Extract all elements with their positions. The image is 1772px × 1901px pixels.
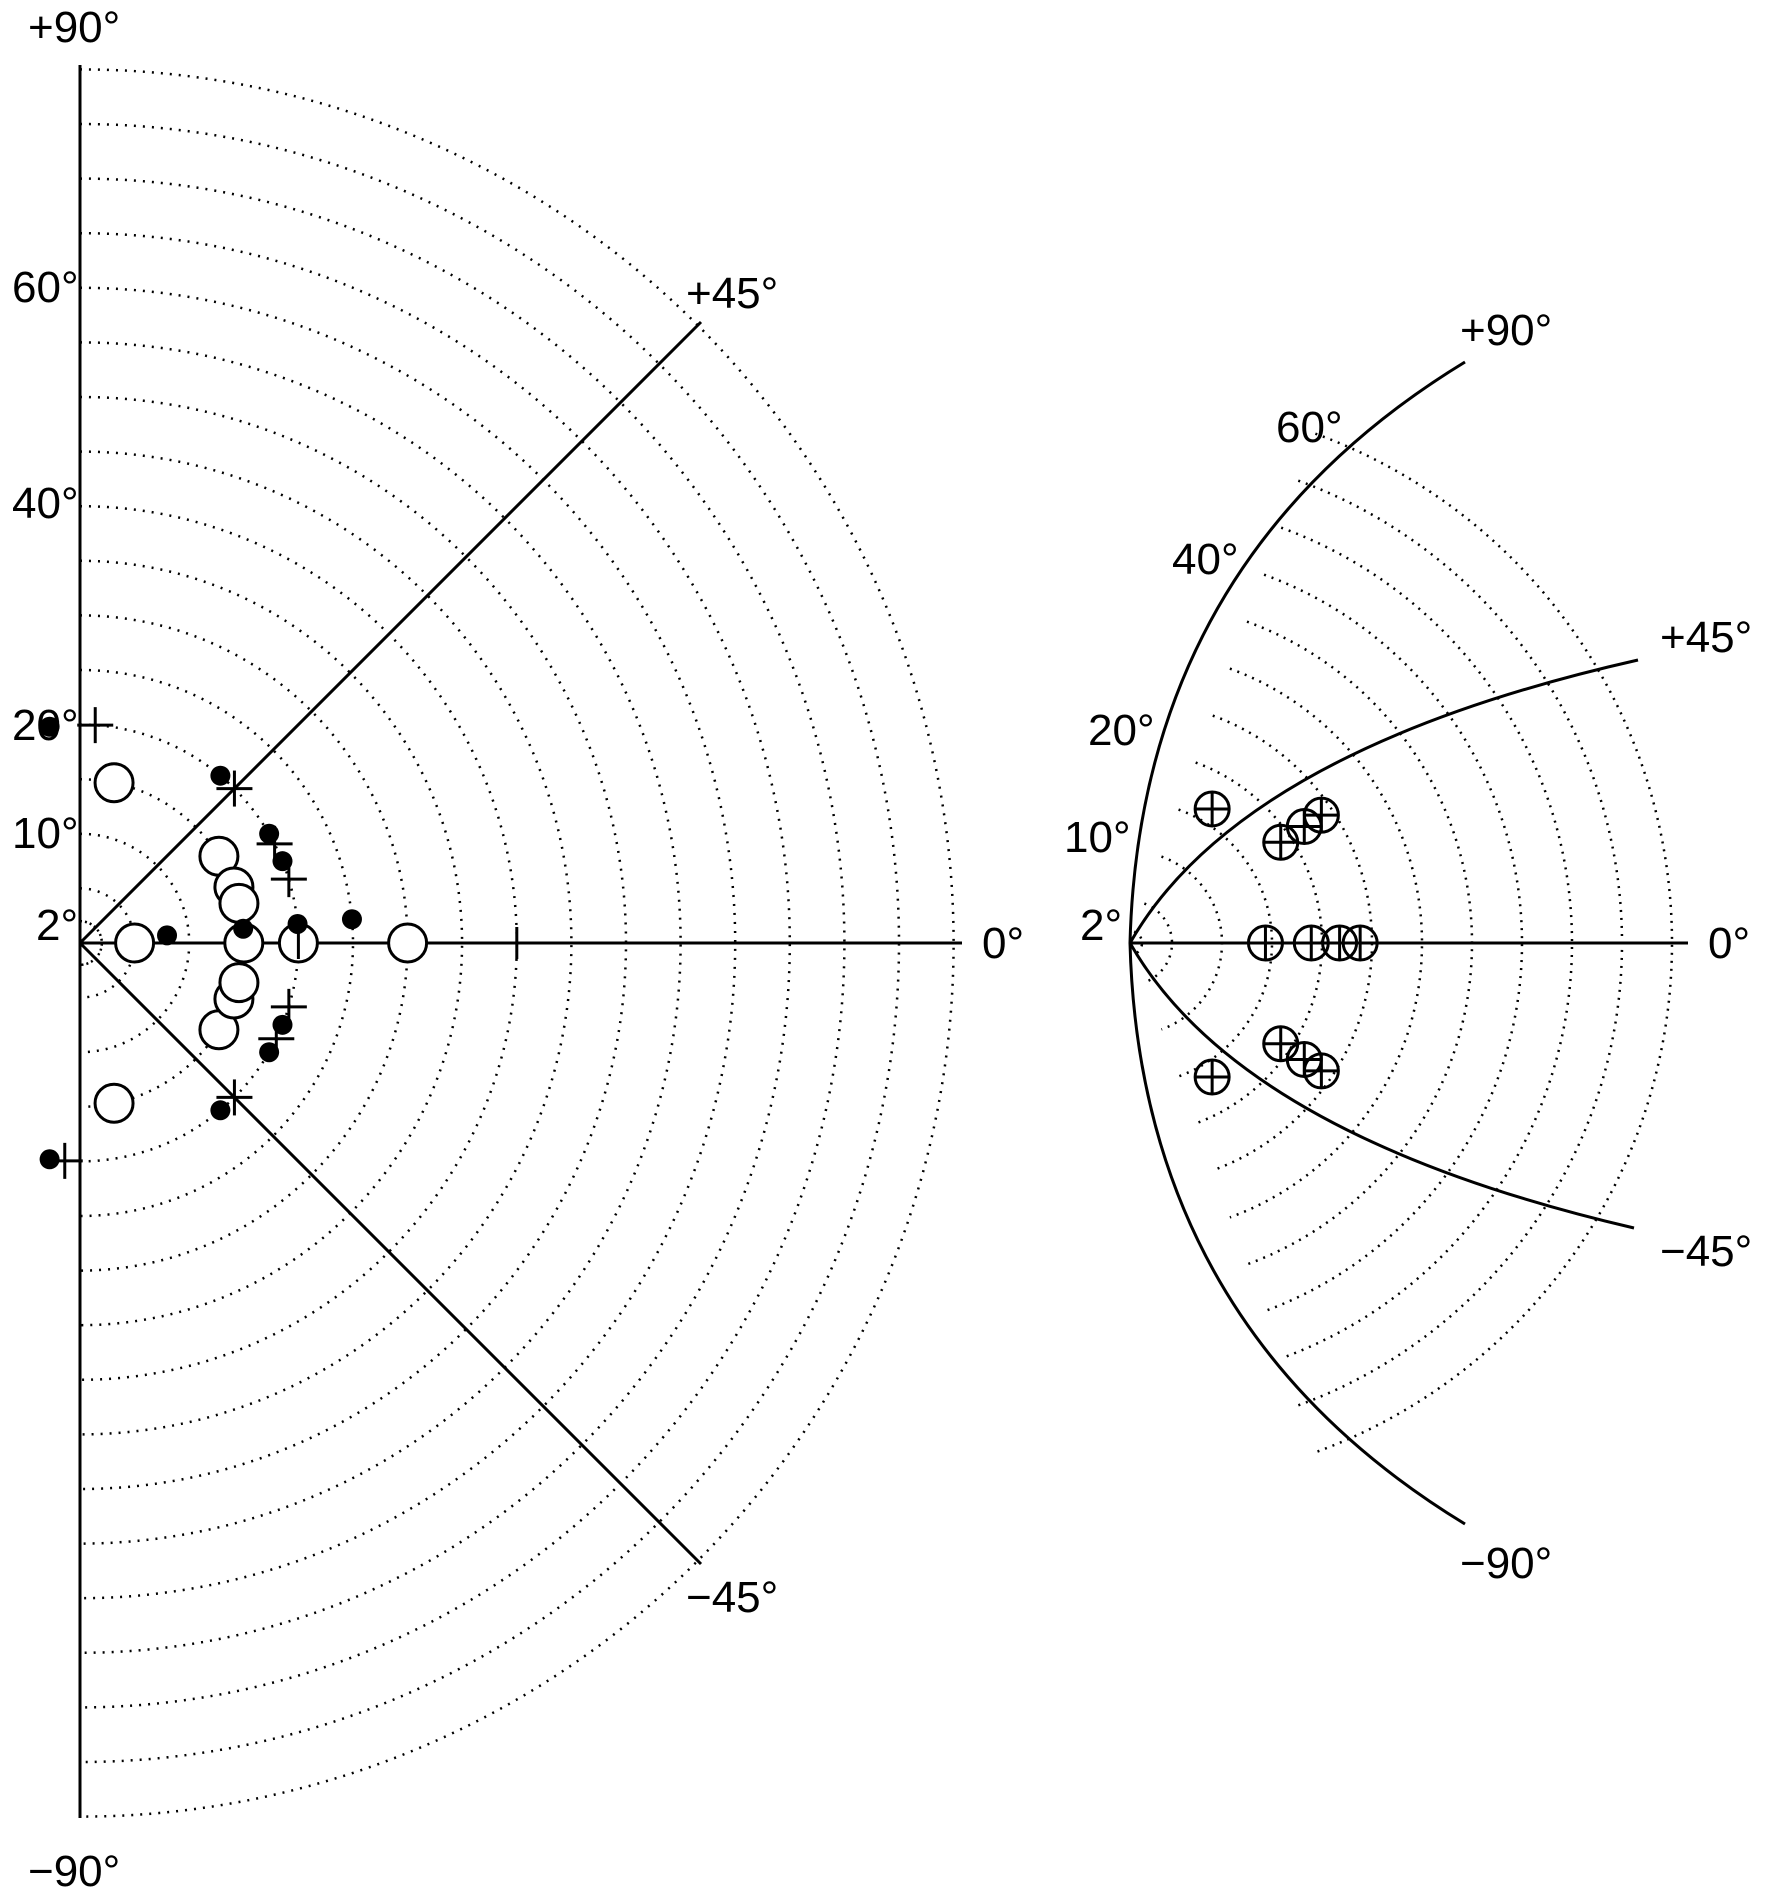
right-ring-9 xyxy=(1280,526,1574,1360)
left-filled-dot-marker-11 xyxy=(341,909,362,930)
right-circle-plus-marker-7 xyxy=(1262,1025,1300,1063)
right-label-bottom: −90° xyxy=(1460,1539,1552,1588)
left-filled-dot-marker-9 xyxy=(233,918,254,939)
left-filled-dot-marker-8 xyxy=(157,925,178,946)
left-ring-14 xyxy=(79,177,846,1709)
left-filled-dot-marker-5 xyxy=(210,1100,231,1121)
right-stimulus-markers xyxy=(1193,790,1379,1096)
left-ring-7 xyxy=(79,559,464,1327)
left-label-horizontal: 0° xyxy=(982,919,1024,968)
left-filled-dot-marker-4 xyxy=(39,1149,60,1170)
right-ring-8 xyxy=(1263,573,1524,1313)
right-ecc-label-40: 40° xyxy=(1172,535,1239,584)
left-ring-13 xyxy=(79,231,791,1655)
left-label-lower-diag: −45° xyxy=(686,1573,778,1622)
left-label-top: +90° xyxy=(28,3,120,52)
left-open-circle-marker-8 xyxy=(114,922,156,964)
right-circle-plus-marker-3 xyxy=(1341,924,1379,962)
left-stimulus-markers xyxy=(39,707,519,1179)
right-ecc-label-10: 10° xyxy=(1064,813,1131,862)
right-label-lower-diag: −45° xyxy=(1660,1227,1752,1276)
right-circle-plus-marker-10 xyxy=(1193,790,1231,828)
right-label-horizontal: 0° xyxy=(1708,919,1750,968)
left-lower-oblique-meridian xyxy=(78,941,703,1566)
right-lower-vertical-meridian xyxy=(1128,942,1466,1526)
left-open-circle-marker-4 xyxy=(93,1082,135,1124)
left-open-circle-marker-7 xyxy=(218,962,260,1004)
left-label-upper-diag: +45° xyxy=(686,269,778,318)
left-filled-dot-marker-2 xyxy=(259,823,280,844)
right-circle-plus-marker-4 xyxy=(1262,823,1300,861)
right-polar-panel: +90° +45° 0° −45° −90° 60° 40° 20° 10° 2… xyxy=(1064,306,1752,1588)
right-ring-5 xyxy=(1212,714,1374,1172)
left-filled-dot-marker-3 xyxy=(272,851,293,872)
left-ecc-label-20: 20° xyxy=(12,701,79,750)
left-filled-dot-marker-6 xyxy=(259,1042,280,1063)
left-polar-panel: +90° +45° 0° −45° −90° 60° 40° 20° 10° 2… xyxy=(12,3,1024,1896)
left-ecc-label-2: 2° xyxy=(36,901,78,950)
right-ecc-label-60: 60° xyxy=(1276,403,1343,452)
left-plus-marker-1 xyxy=(216,770,253,807)
right-circle-plus-marker-9 xyxy=(1302,1052,1340,1090)
left-plus-marker-5 xyxy=(216,1079,253,1116)
left-ring-11 xyxy=(79,341,682,1545)
right-label-top: +90° xyxy=(1460,306,1552,355)
right-upper-vertical-meridian xyxy=(1128,360,1466,944)
right-circle-plus-marker-6 xyxy=(1302,796,1340,834)
right-circle-plus-marker-0 xyxy=(1246,924,1284,962)
left-filled-dot-marker-10 xyxy=(287,913,308,934)
left-filled-dot-marker-1 xyxy=(210,765,231,786)
right-ecc-label-2: 2° xyxy=(1080,901,1122,950)
left-upper-oblique-meridian xyxy=(78,320,703,945)
left-open-circle-marker-0 xyxy=(93,762,135,804)
right-ecc-label-20: 20° xyxy=(1088,706,1155,755)
left-open-circle-marker-11 xyxy=(387,922,429,964)
right-lower-oblique-meridian xyxy=(1128,942,1635,1230)
left-open-circle-marker-3 xyxy=(218,882,260,924)
left-ecc-label-10: 10° xyxy=(12,809,79,858)
right-label-upper-diag: +45° xyxy=(1660,613,1752,662)
left-ecc-label-60: 60° xyxy=(12,263,79,312)
right-ring-1 xyxy=(1143,902,1174,984)
left-ecc-label-40: 40° xyxy=(12,479,79,528)
left-label-bottom: −90° xyxy=(28,1847,120,1896)
right-circle-plus-marker-11 xyxy=(1193,1058,1231,1096)
left-ring-16 xyxy=(79,68,955,1818)
left-ring-12 xyxy=(79,286,737,1600)
left-plus-marker-0 xyxy=(77,707,114,744)
left-filled-dot-marker-0 xyxy=(39,716,60,737)
right-upper-oblique-meridian xyxy=(1128,658,1639,944)
left-filled-dot-marker-7 xyxy=(272,1014,293,1035)
